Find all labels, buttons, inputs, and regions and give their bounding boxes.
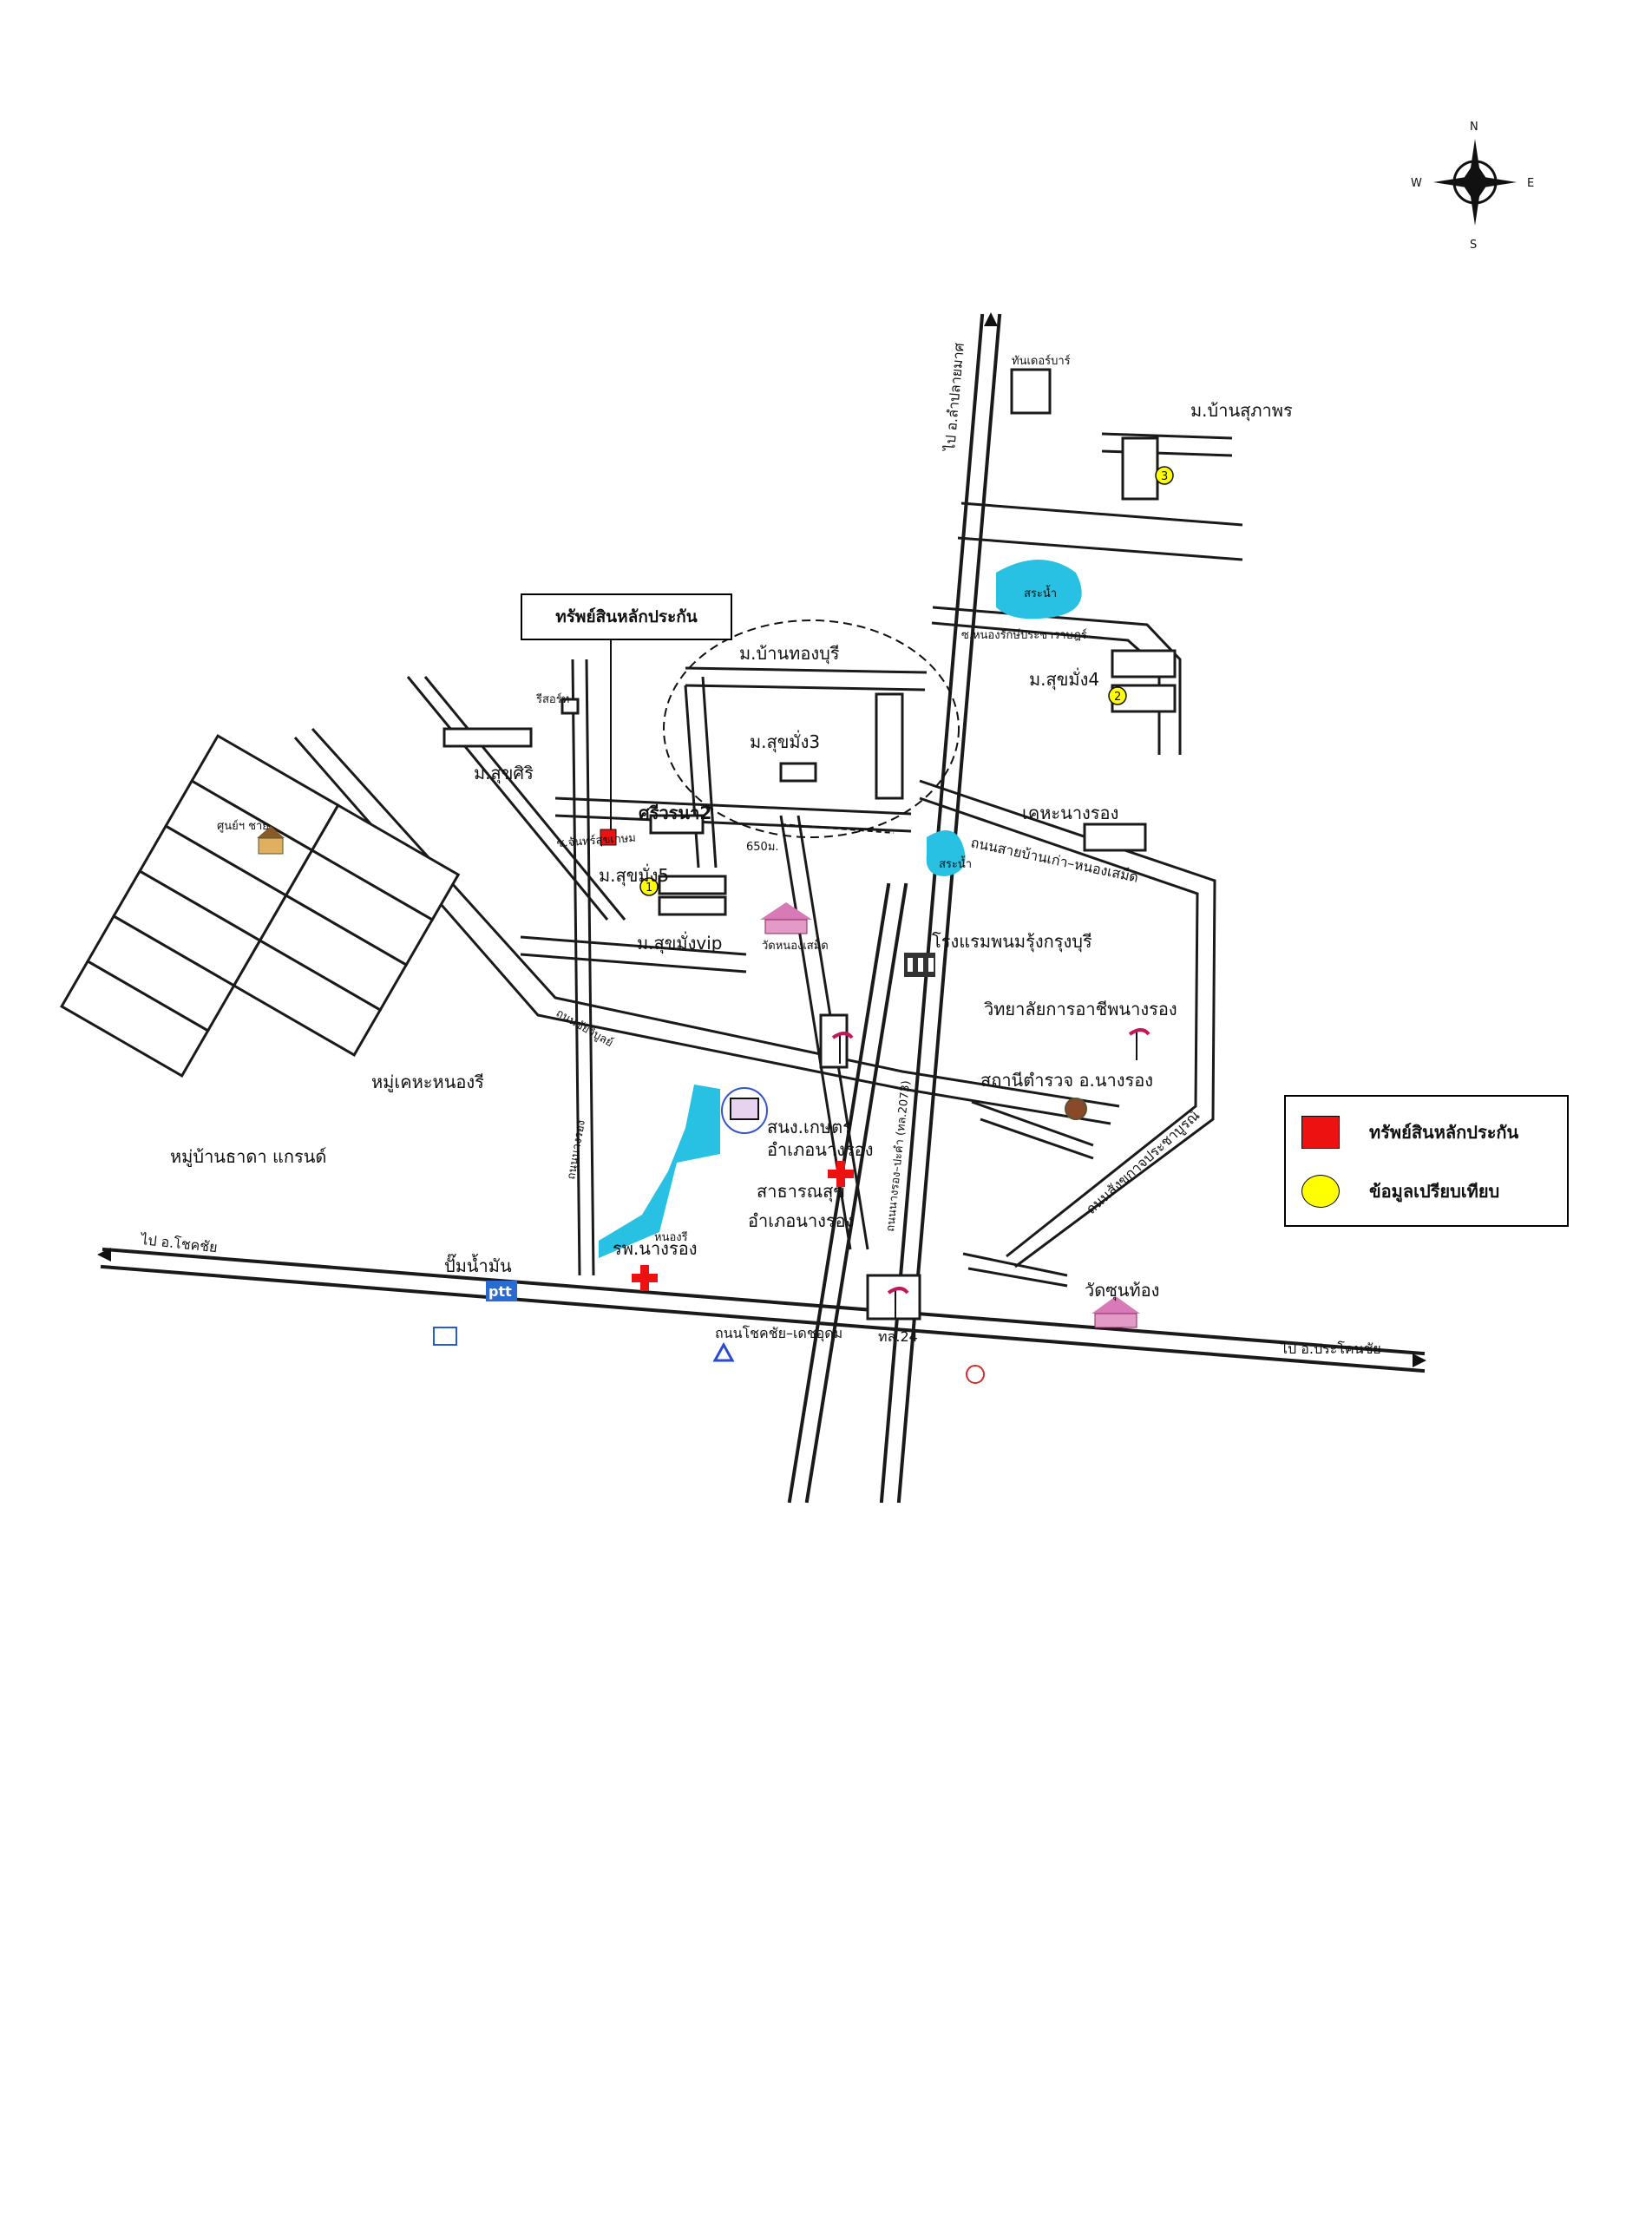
- thida-grand-blocks: [60, 734, 461, 1078]
- label-health: สาธารณสุข: [757, 1181, 845, 1203]
- label-pond-center: สระน้ำ: [939, 855, 972, 871]
- comparable-2-number: 2: [1114, 691, 1121, 704]
- label-sriwanna: ศรีวรนา2: [639, 803, 711, 823]
- map-legend: ทรัพย์สินหลักประกัน ข้อมูลเปรียบเทียบ: [1284, 1095, 1569, 1227]
- pond-center: [926, 830, 966, 876]
- label-suksomboon4: ม.สุขมั่ง4: [1029, 667, 1099, 691]
- compass-south: S: [1470, 239, 1477, 252]
- label-soi-nongrak: ซ.หนองรักษ์ประชาราษฎร์: [961, 628, 1087, 642]
- comparable-1: 1: [639, 877, 659, 896]
- subject-callout: ทรัพย์สินหลักประกัน: [521, 593, 732, 640]
- distance-arrow: [780, 823, 895, 834]
- label-kheha-nongri: หมู่เคหะหนองรี: [371, 1072, 484, 1093]
- hospital-cross-icon: [632, 1265, 658, 1291]
- community-house-icon: [257, 826, 285, 855]
- police-icon: [1065, 1098, 1087, 1120]
- label-ban-thongburi: ม.บ้านทองบุรี: [739, 643, 840, 665]
- legend-row-comparable: ข้อมูลเปรียบเทียบ: [1301, 1175, 1499, 1208]
- label-resort: รีสอร์ท: [535, 692, 569, 706]
- comparable-3-number: 3: [1161, 470, 1168, 483]
- label-pond-small: หนองรี: [654, 1230, 688, 1244]
- reservoir: [599, 1085, 720, 1258]
- compass-rose-icon: N S W E: [1411, 121, 1534, 252]
- label-thunderbar: ทันเดอร์บาร์: [1012, 354, 1071, 368]
- svg-text:ptt: ptt: [488, 1283, 512, 1300]
- label-road-nangrong-pakham: ถนนนางรอง–ปะคำ (ทล.2073): [884, 1080, 913, 1233]
- comparable-2: 2: [1108, 686, 1127, 705]
- label-distance: 650ม.: [746, 841, 779, 854]
- label-suksiri: ม.สุขศิริ: [474, 763, 534, 784]
- school-flag-icon: [831, 1032, 854, 1064]
- label-road-prachasamran: ถนนสังขกาจประชาบูรณ์: [1083, 1107, 1203, 1218]
- pond-north: [996, 560, 1082, 619]
- school-flag-icon-2: [887, 1287, 909, 1319]
- label-road-left2: ถนนนางรอง: [565, 1119, 588, 1181]
- comparable-1-number: 1: [646, 882, 652, 895]
- compass-north: N: [1470, 121, 1478, 134]
- bank-icon: [433, 1327, 457, 1346]
- legend-subject-swatch: [1301, 1116, 1340, 1149]
- compass-west: W: [1411, 177, 1422, 190]
- main-north-road: [879, 312, 1002, 1504]
- label-hotel: โรงแรมพนมรุ้งกรุงบุรี: [932, 931, 1092, 953]
- subject-callout-label: ทรัพย์สินหลักประกัน: [555, 607, 698, 626]
- label-ban-suphaporn: ม.บ้านสุภาพร: [1190, 400, 1293, 422]
- health-office-cross-icon: [828, 1161, 854, 1187]
- label-district2: อำเภอนางรอง: [767, 1139, 873, 1160]
- label-suksomboon5: ม.สุขมั่ง5: [599, 863, 669, 887]
- legend-subject-label: ทรัพย์สินหลักประกัน: [1369, 1122, 1519, 1143]
- label-to-prakhonchai: ไป อ.ประโคนชัย: [1279, 1340, 1381, 1357]
- college-flag-icon: [1128, 1028, 1150, 1060]
- label-pond-north: สระน้ำ: [1024, 585, 1057, 600]
- legend-comparable-swatch: [1301, 1175, 1340, 1208]
- legend-row-subject: ทรัพย์สินหลักประกัน: [1301, 1116, 1518, 1149]
- temple-icon: [760, 902, 812, 934]
- gas-station-icon: ptt: [486, 1281, 517, 1301]
- highway-24: [97, 1247, 1426, 1373]
- label-center: ศูนย์ฯ ชาย: [217, 819, 269, 833]
- label-wat-nongsamet: วัดหนองเสม็ด: [762, 937, 829, 953]
- label-thida: หมู่บ้านธาดา แกรนด์: [170, 1146, 326, 1168]
- compass-east: E: [1527, 177, 1534, 190]
- hotel-icon: [904, 953, 935, 977]
- label-hospital: รพ.นางรอง: [613, 1238, 697, 1259]
- label-health2: อำเภอนางรอง: [748, 1210, 854, 1231]
- label-route24: ทล.24: [878, 1328, 918, 1345]
- label-kheha-nangrong: เคหะนางรอง: [1022, 803, 1118, 823]
- district-office-icon: [721, 1087, 768, 1134]
- comparable-3: 3: [1155, 466, 1174, 485]
- label-to-lamplaimat: ไป อ.ลำปลายมาศ: [941, 342, 967, 453]
- label-district: สนง.เกษตร: [767, 1117, 852, 1137]
- label-soi-small: ซ.จันทร์สุขเกษม: [556, 831, 636, 850]
- label-suksomboon3: ม.สุขมั่ง3: [750, 730, 820, 753]
- subject-property-marker: [600, 829, 617, 846]
- label-road-chokchai: ถนนโชคชัย–เดชอุดม: [715, 1325, 842, 1342]
- housing-blocks: [442, 368, 1177, 1321]
- label-pump: ปั๊มน้ำมัน: [444, 1253, 512, 1276]
- legend-comparable-label: ข้อมูลเปรียบเทียบ: [1369, 1181, 1500, 1202]
- label-suksomboon-vip: ม.สุขมั่งvip: [637, 931, 722, 954]
- bank-k-icon: [966, 1365, 985, 1384]
- south-road: [787, 882, 908, 1504]
- radius-circle: [663, 619, 960, 838]
- temple-icon-2: [1092, 1296, 1140, 1328]
- label-police: สถานีตำรวจ อ.นางรอง: [980, 1070, 1153, 1091]
- shrine-icon: [712, 1341, 735, 1362]
- label-wat-sunthong: วัดซุนท้อง: [1085, 1280, 1159, 1301]
- label-college: วิทยาลัยการอาชีพนางรอง: [984, 999, 1177, 1019]
